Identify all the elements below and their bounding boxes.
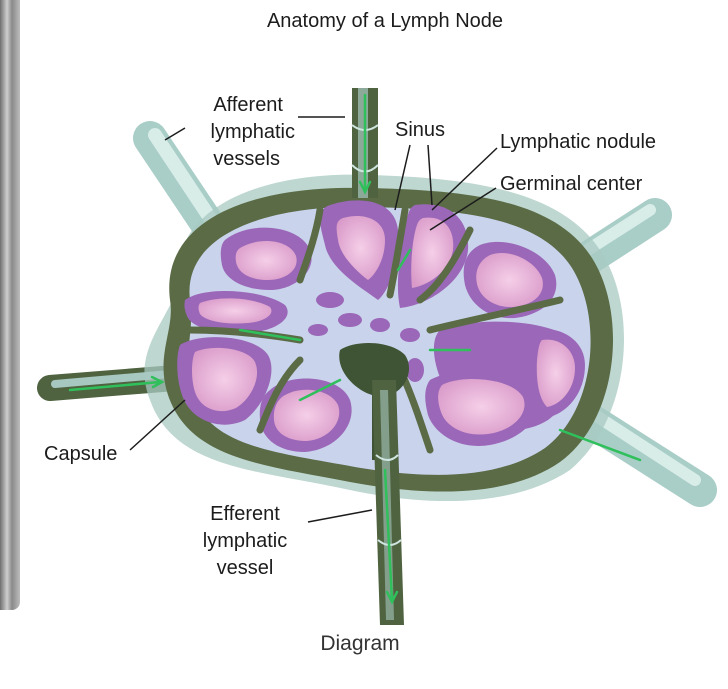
lymphatic-nodule-label: Lymphatic nodule (500, 131, 656, 153)
germinal-center-label: Germinal center (500, 173, 643, 195)
nodule (308, 324, 328, 336)
germinal-center (236, 241, 297, 280)
nodule (400, 328, 420, 342)
diagram-title: Anatomy of a Lymph Node (267, 10, 503, 32)
afferent-label-line1: Afferent (213, 94, 283, 116)
efferent-label-line1: Efferent (210, 503, 280, 525)
efferent-label-line2: lymphatic (203, 530, 287, 552)
efferent-label-line3: vessel (217, 557, 274, 579)
caption: Diagram (320, 632, 399, 655)
nodule (370, 318, 390, 332)
afferent-label-line2: lymphatic (211, 121, 295, 143)
sinus-label: Sinus (395, 119, 445, 141)
nodule (338, 313, 362, 327)
capsule-label: Capsule (44, 443, 117, 465)
nodule (316, 292, 344, 308)
afferent-label-line3: vessels (213, 148, 280, 170)
